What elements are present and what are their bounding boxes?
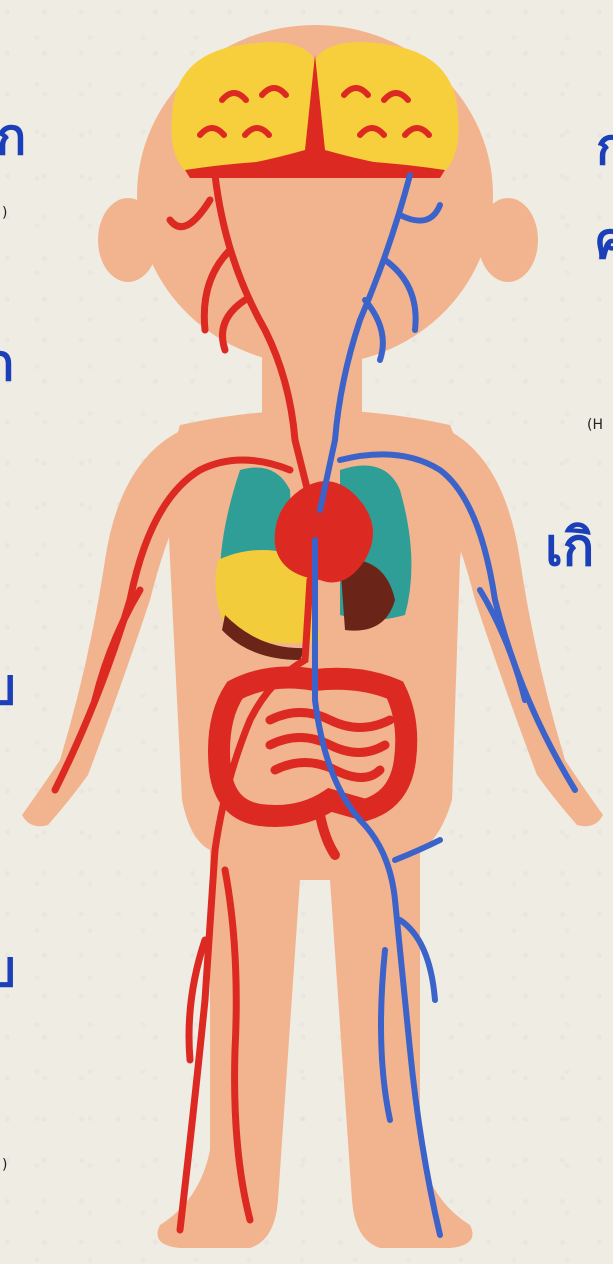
left-text-fragment-1: ก xyxy=(0,112,26,162)
left-note-fragment-1: ) xyxy=(2,206,7,220)
left-note-fragment-2: ) xyxy=(2,1158,7,1172)
left-text-fragment-4: บ xyxy=(0,944,16,994)
right-text-fragment-2: ค xyxy=(594,216,613,266)
right-text-fragment-1: ก xyxy=(596,122,613,172)
right-text-fragment-3: เกิ xyxy=(545,522,594,574)
left-text-fragment-2: ก xyxy=(0,338,14,388)
left-text-fragment-3: บ xyxy=(0,662,16,712)
right-note-fragment: (H xyxy=(587,418,603,432)
brain xyxy=(171,42,458,178)
